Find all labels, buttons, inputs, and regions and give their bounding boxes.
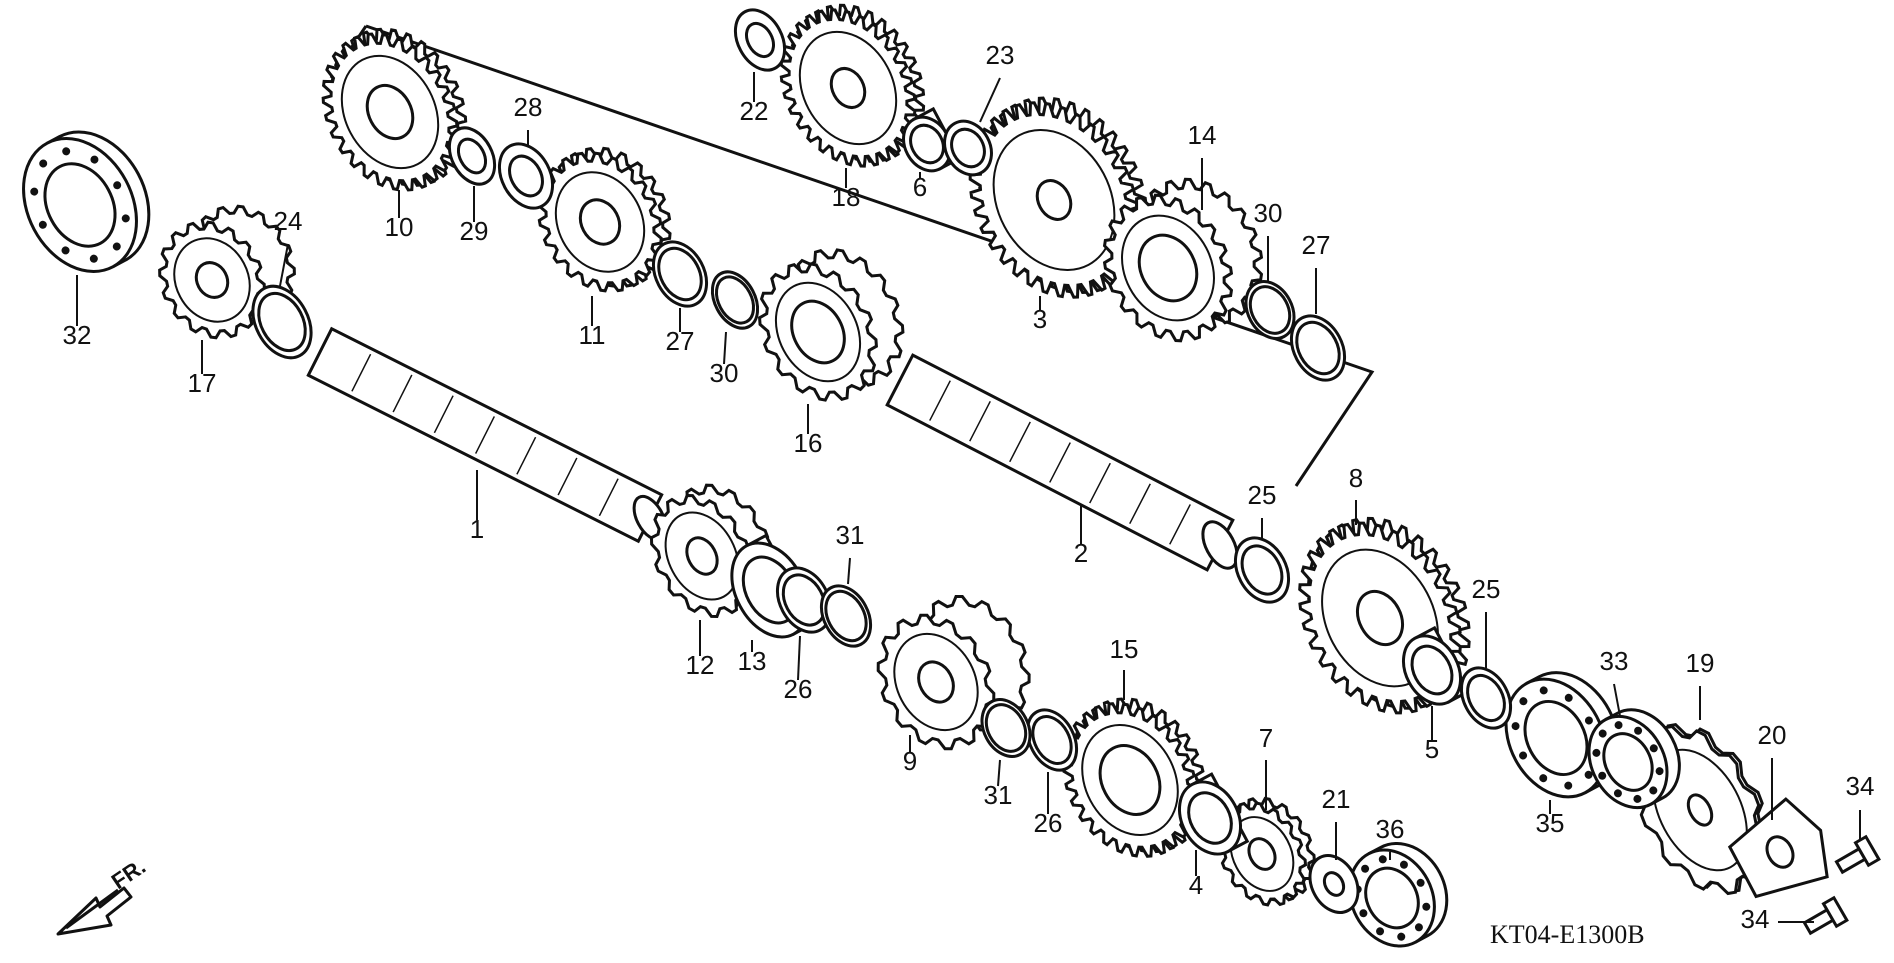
part-label-23: 23	[986, 40, 1015, 70]
clip-31a	[819, 584, 873, 648]
part-label-26: 26	[784, 674, 813, 704]
gear-7	[1216, 796, 1316, 907]
clip-30b	[1244, 280, 1296, 340]
part-label-18: 18	[832, 182, 861, 212]
leader-p23	[979, 77, 1001, 123]
washer-28	[497, 142, 555, 210]
leader-p33	[1613, 683, 1621, 717]
diagram-code: KT04-E1300B	[1490, 920, 1645, 949]
part-label-8: 8	[1349, 463, 1363, 493]
gear-14	[1102, 177, 1264, 343]
leader-p24	[279, 243, 289, 287]
washer-22	[733, 8, 787, 72]
mainshaft-1	[306, 326, 668, 544]
part-label-7: 7	[1259, 723, 1273, 753]
plate-20	[1727, 797, 1829, 899]
part-label-34: 34	[1741, 904, 1770, 934]
gear-10	[321, 27, 468, 192]
part-label-30: 30	[710, 358, 739, 388]
leader-p31b	[997, 759, 1001, 787]
washer-24	[251, 284, 313, 360]
part-label-24: 24	[274, 206, 303, 236]
part-label-31: 31	[984, 780, 1013, 810]
part-label-25: 25	[1472, 574, 1501, 604]
part-label-35: 35	[1536, 808, 1565, 838]
gear-9	[876, 594, 1031, 751]
part-label-19: 19	[1686, 648, 1715, 678]
part-label-36: 36	[1376, 814, 1405, 844]
part-label-3: 3	[1033, 304, 1047, 334]
part-label-31: 31	[836, 520, 865, 550]
washer-25a	[1233, 536, 1291, 604]
part-label-5: 5	[1425, 734, 1439, 764]
part-label-11: 11	[579, 320, 606, 350]
part-label-28: 28	[514, 92, 543, 122]
washer-26b	[1025, 708, 1079, 772]
part-label-13: 13	[738, 646, 767, 676]
part-label-20: 20	[1758, 720, 1787, 750]
part-label-25: 25	[1248, 480, 1277, 510]
front-arrow-icon	[56, 886, 133, 936]
leader-p31a	[847, 557, 851, 585]
part-label-1: 1	[470, 514, 484, 544]
part-label-33: 33	[1600, 646, 1629, 676]
washer-26a	[775, 566, 833, 634]
part-label-29: 29	[460, 216, 489, 246]
washer-25b	[1459, 666, 1513, 730]
bushing-4	[1178, 772, 1250, 856]
part-label-26: 26	[1034, 808, 1063, 838]
part-label-17: 17	[188, 368, 217, 398]
leader-lines	[76, 72, 1861, 923]
part-label-10: 10	[385, 212, 414, 242]
seal-33	[1587, 708, 1681, 810]
part-label-32: 32	[63, 320, 92, 350]
gear-11	[537, 146, 672, 293]
part-label-2: 2	[1074, 538, 1088, 568]
leader-p26a	[797, 635, 801, 681]
washer-21	[1308, 854, 1360, 914]
washer-29	[447, 126, 497, 186]
part-label-27: 27	[1302, 230, 1331, 260]
washer-23	[943, 119, 993, 177]
washer-27a	[651, 240, 709, 308]
part-label-9: 9	[903, 746, 917, 776]
part-label-34: 34	[1846, 771, 1875, 801]
bolt-34b	[1802, 895, 1849, 936]
leader-p30a	[723, 331, 727, 365]
gear-16	[758, 248, 905, 402]
part-label-21: 21	[1322, 784, 1351, 814]
part-label-4: 4	[1189, 870, 1203, 900]
gear-3	[968, 96, 1149, 299]
part-label-16: 16	[794, 428, 823, 458]
front-direction-arrow: FR.	[56, 854, 150, 936]
clip-30a	[710, 270, 760, 330]
bearing-32	[22, 130, 151, 273]
front-label: FR.	[107, 854, 150, 895]
part-label-27: 27	[666, 326, 695, 356]
bearing-36	[1348, 842, 1449, 948]
part-label-15: 15	[1110, 634, 1139, 664]
gear-18	[779, 3, 926, 168]
clip-31b	[980, 698, 1032, 758]
part-label-30: 30	[1254, 198, 1283, 228]
part-label-22: 22	[740, 96, 769, 126]
part-label-12: 12	[686, 650, 715, 680]
countershaft-2	[885, 353, 1239, 572]
washer-27b	[1289, 314, 1347, 382]
part-label-6: 6	[913, 172, 927, 202]
bolt-34a	[1834, 834, 1881, 875]
bushing-5	[1401, 625, 1471, 706]
part-label-14: 14	[1188, 120, 1217, 150]
